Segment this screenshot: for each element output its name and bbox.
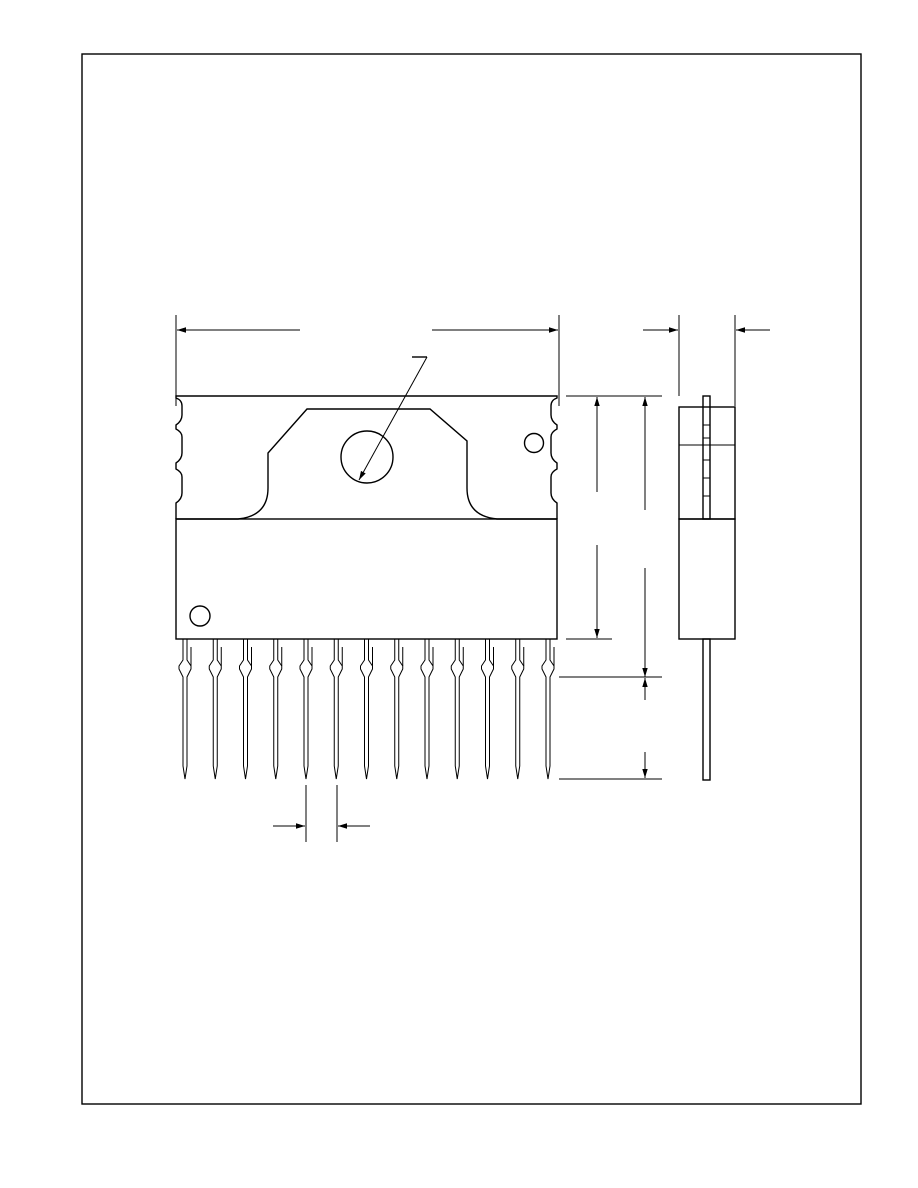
diameter-leader (358, 356, 428, 481)
side-body (678, 518, 736, 640)
lead-1 (178, 639, 192, 780)
lead-4 (269, 639, 283, 780)
side-view (643, 315, 770, 781)
lead-5 (299, 639, 313, 780)
front-view (175, 356, 558, 780)
side-tab (702, 395, 711, 520)
lead-8 (390, 639, 404, 780)
lead-group (178, 639, 555, 780)
heatsink-tab (175, 395, 558, 519)
package-body (175, 518, 558, 640)
lead-7 (360, 639, 373, 780)
side-lead (702, 638, 711, 781)
overall-height-dimension (559, 395, 662, 678)
lead-13 (541, 639, 555, 780)
lead-length-dimension (559, 678, 662, 780)
lead-12 (511, 639, 525, 780)
pin1-indicator (189, 605, 211, 627)
tab-inner-contour (176, 408, 557, 520)
pitch-dimension (273, 785, 370, 842)
side-tab-outline (678, 406, 736, 520)
mounting-hole (340, 430, 394, 484)
lead-9 (420, 639, 434, 780)
tab-dot (523, 432, 545, 454)
width-dimension (175, 315, 560, 406)
lead-10 (450, 639, 464, 780)
body-height-dimension (566, 395, 612, 640)
lead-11 (481, 639, 494, 780)
page-border (81, 53, 862, 1105)
lead-6 (329, 639, 343, 780)
lead-3 (239, 639, 252, 780)
lead-2 (208, 639, 222, 780)
